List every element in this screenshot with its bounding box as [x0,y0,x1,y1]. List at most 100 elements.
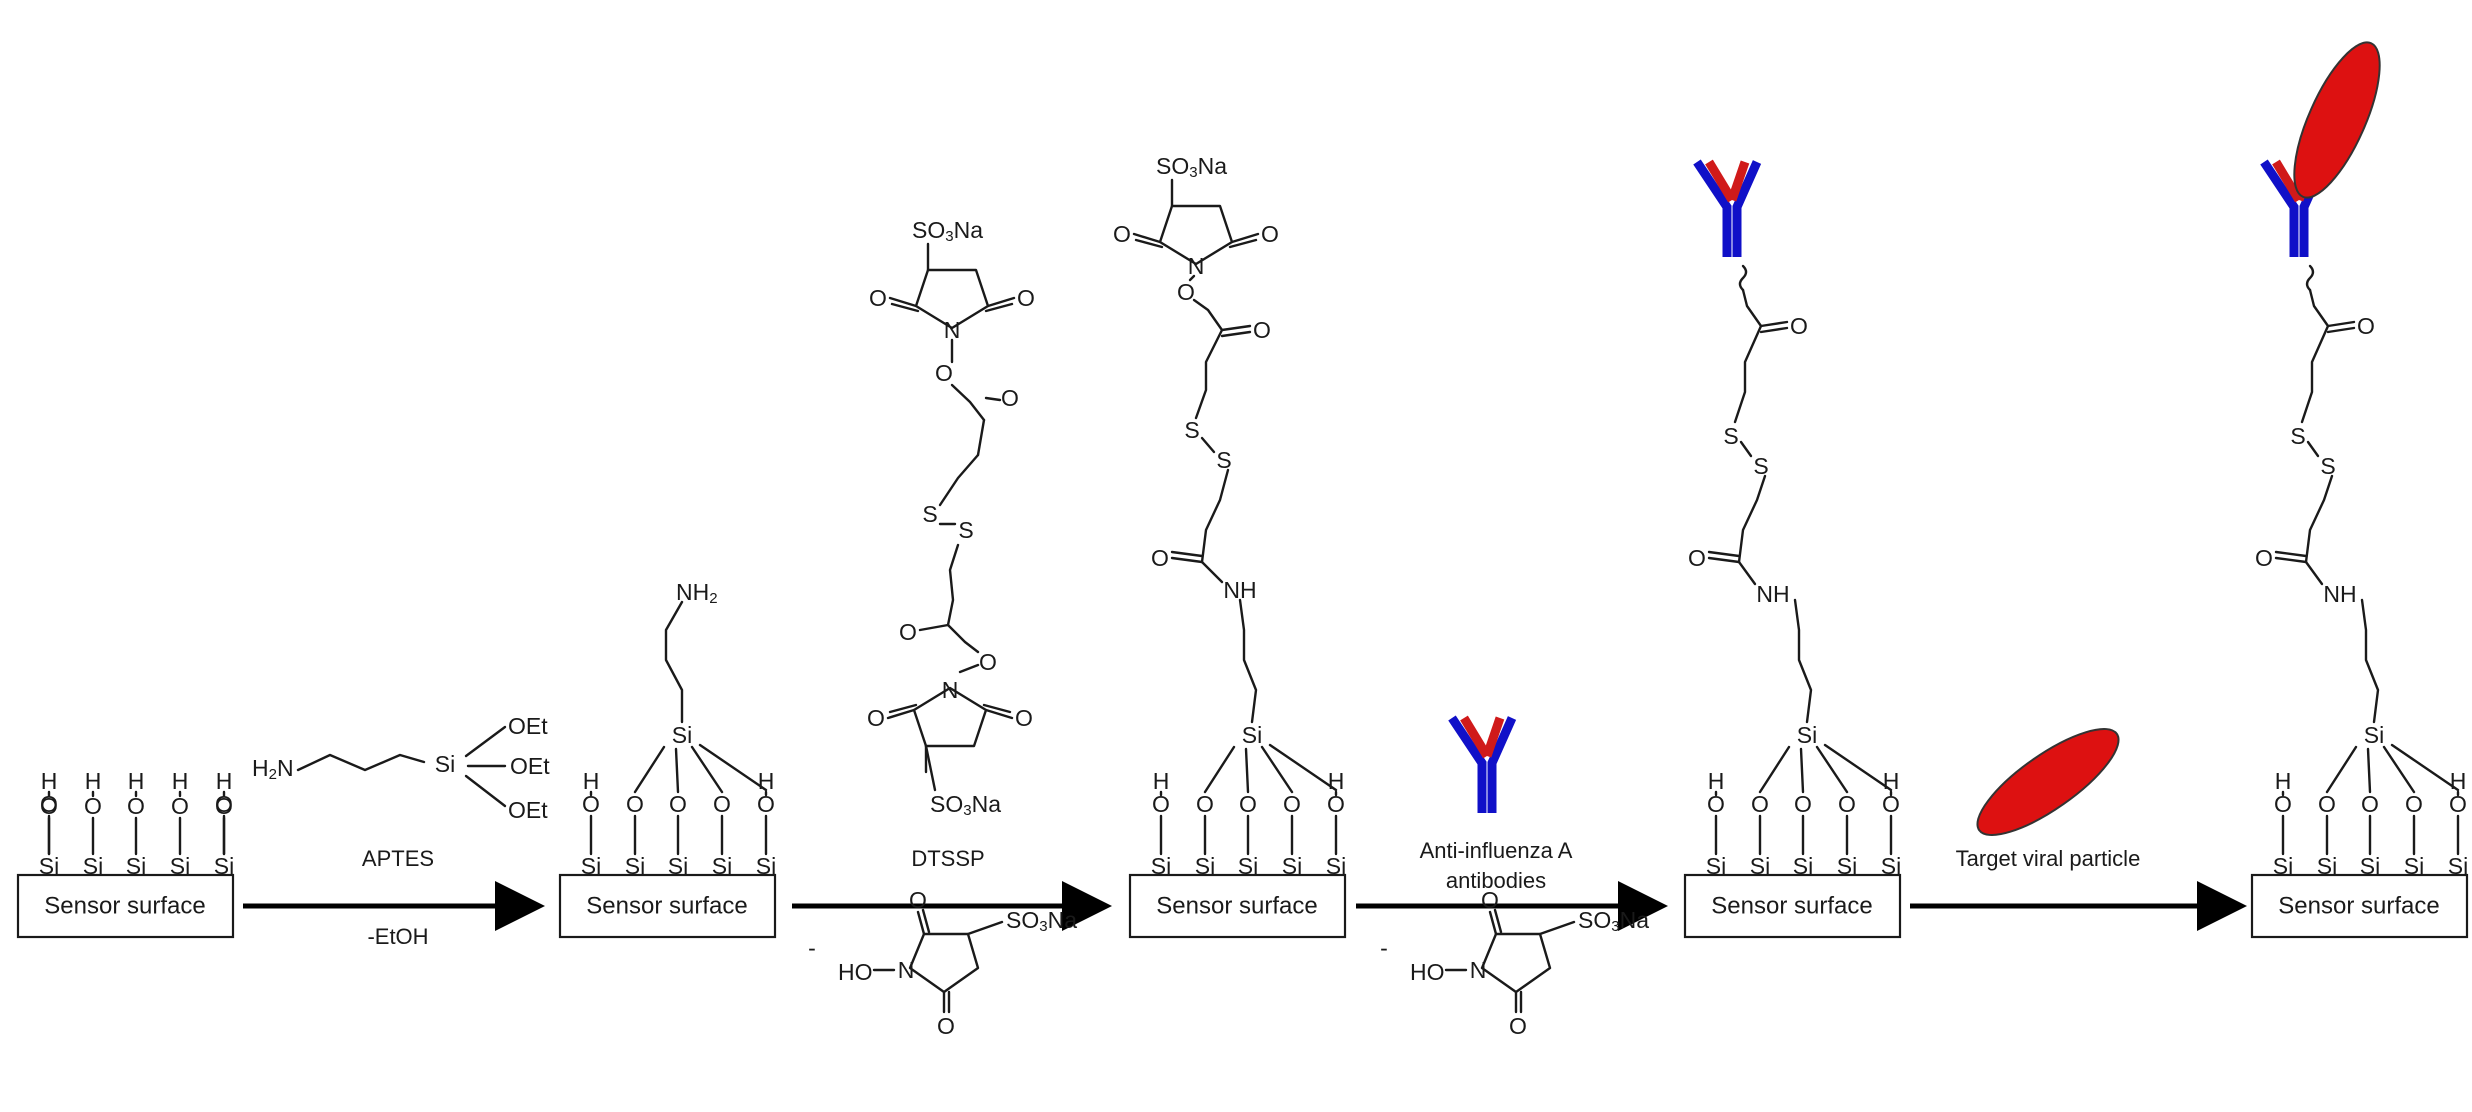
aptes-chain [296,753,426,772]
ho-label: HO [838,959,873,985]
carbonyl-bond [2274,556,2308,564]
disulfide-s-atom: S [2290,423,2305,449]
antibody-light-chain [2272,159,2303,203]
step3-reagent-label-line1: Anti-influenza A [1420,838,1573,863]
imide-n-atom: N [942,677,959,703]
so3na-label: SO3Na [1578,907,1649,935]
surface-si-atom: Si [126,853,146,879]
antibody-light-chain [1460,715,1491,759]
carbonyl-bond [1220,324,1252,332]
wavy-linkage-bond [1738,264,1748,292]
oet-label: OEt [510,753,550,779]
so3na-label: SO3Na [930,791,1001,819]
succinimide-ring [912,686,988,748]
surface-si-atom: Si [2404,853,2424,879]
surface-si-atom: Si [1881,853,1901,879]
chain-bond [1200,560,1224,584]
hydroxyl-o-atom: O [40,793,58,819]
disulfide-s-atom: S [1723,423,1738,449]
surface-si-atom: Si [1837,853,1857,879]
anchor-si-o-bond [1815,745,1849,794]
propyl-chain [664,600,684,724]
antibody-heavy-chain [1448,715,1487,813]
anchor-si-o-bond [1758,745,1791,794]
antibody-reagent-icon [1448,715,1517,813]
viral-particle-icon [2293,41,2381,199]
chain-bond [1737,560,1757,586]
hydroxyl-h-atom: H [216,768,233,794]
surface-si-atom: Si [2448,853,2468,879]
si-oet-bond [464,725,507,758]
carbonyl-bond [888,296,918,308]
anchor-si-o-bond [2366,747,2372,794]
carbonyl-o-atom: O [1261,221,1279,247]
disulfide-bond [2306,440,2320,458]
surface-o-atom: O [1882,791,1900,817]
n-o-bond [1188,274,1196,282]
amide-o-atom: O [1151,545,1169,571]
aptes-si-atom: Si [435,751,455,777]
surface-o-atom: O [1327,791,1345,817]
succinimide-ring [1158,204,1234,266]
succinimide-ring [1480,932,1552,994]
chain-bond [2304,560,2324,586]
surface-si-atom: Si [1326,853,1346,879]
antibody-heavy-chain [1693,159,1732,257]
surface-si-atom: Si [170,853,190,879]
minus-sign: - [808,935,816,961]
hydroxyl-h-atom: H [128,768,145,794]
anchor-si-o-bond [2390,743,2460,792]
surface-si-atom: Si [214,853,234,879]
disulfide-bond [1200,436,1216,454]
carbonyl-o-atom: O [1015,705,1033,731]
so3na-label: SO3Na [1006,907,1077,935]
anchor-si-o-bond [690,745,724,794]
hydroxyl-o-atom: O [215,793,233,819]
propyl-chain [1793,598,1813,724]
surface-o-atom: O [1707,791,1725,817]
siloxane-o-atom: O [2361,791,2379,817]
anchor-si-o-bond [1244,747,1250,794]
anchor-si-o-bond [1203,745,1236,794]
hydroxyl-o-atom: O [84,793,102,819]
surface-si-atom: Si [1195,853,1215,879]
carbonyl-bond [1170,556,1204,564]
oet-label: OEt [508,713,548,739]
anchor-si-o-bond [698,743,768,792]
carbonyl-bond [1488,910,1498,936]
surface-si-atom: Si [1282,853,1302,879]
step4-reagent-label: Target viral particle [1956,846,2141,871]
surface-o-atom: O [2274,791,2292,817]
carbonyl-o-atom: O [1017,285,1035,311]
hydroxyl-h-atom: H [41,768,58,794]
carbonyl-double-bond [1228,238,1258,249]
carbonyl-bond [916,910,926,936]
carbonyl-bond [984,708,1014,720]
chain-bond [938,453,980,507]
hydroxyl-o-atom: O [171,793,189,819]
carbonyl-bond [886,708,916,720]
ester-carbonyl-o-atom: O [1001,385,1019,411]
anchor-si-o-bond [1823,743,1893,792]
so3na-label: SO3Na [1156,153,1227,181]
carbonyl-double-bond [1759,326,1789,334]
sulfonate-bond [924,744,937,792]
chain-bond [1194,328,1224,420]
carbonyl-bond [1759,320,1789,328]
carbonyl-o-atom: O [867,705,885,731]
si-oet-bond [464,774,507,808]
surface-si-atom: Si [1750,853,1770,879]
chain-bond [2300,324,2330,424]
sulfonate-bond [966,920,1004,936]
surface-si-atom: Si [1706,853,1726,879]
surface-si-atom: Si [83,853,103,879]
